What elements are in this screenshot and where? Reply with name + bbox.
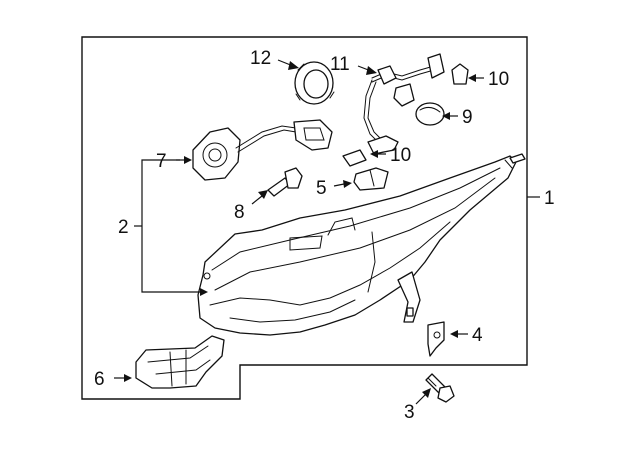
callout-5: 5 — [316, 178, 327, 199]
headlamp-assembly — [197, 153, 526, 336]
repair-bracket — [135, 335, 225, 389]
callout-8: 8 — [234, 202, 245, 223]
bracket — [427, 321, 445, 357]
leader-8 — [251, 195, 263, 205]
callout-6: 6 — [94, 369, 105, 390]
callout-7: 7 — [156, 151, 167, 172]
leader-2 — [141, 159, 200, 293]
callout-12: 12 — [250, 48, 271, 69]
leader-5 — [333, 183, 345, 187]
assembly-frame — [81, 36, 528, 400]
leader-3 — [415, 393, 427, 405]
callout-2: 2 — [118, 217, 129, 238]
bulb-8 — [267, 167, 303, 197]
callout-10-lower: 10 — [390, 145, 411, 166]
socket-harness — [363, 53, 445, 155]
bolt — [425, 373, 455, 403]
callout-4: 4 — [472, 325, 483, 346]
callout-10-upper: 10 — [488, 69, 509, 90]
leveling-motor — [192, 119, 333, 181]
bulb-lower — [342, 149, 367, 167]
bulb-cap — [415, 102, 445, 126]
bulb-upper — [451, 63, 469, 85]
socket — [353, 167, 389, 191]
callout-11: 11 — [330, 54, 350, 75]
callout-3: 3 — [404, 402, 415, 423]
headlamp-cover — [294, 61, 335, 105]
callout-1: 1 — [544, 188, 555, 209]
callout-9: 9 — [462, 107, 473, 128]
